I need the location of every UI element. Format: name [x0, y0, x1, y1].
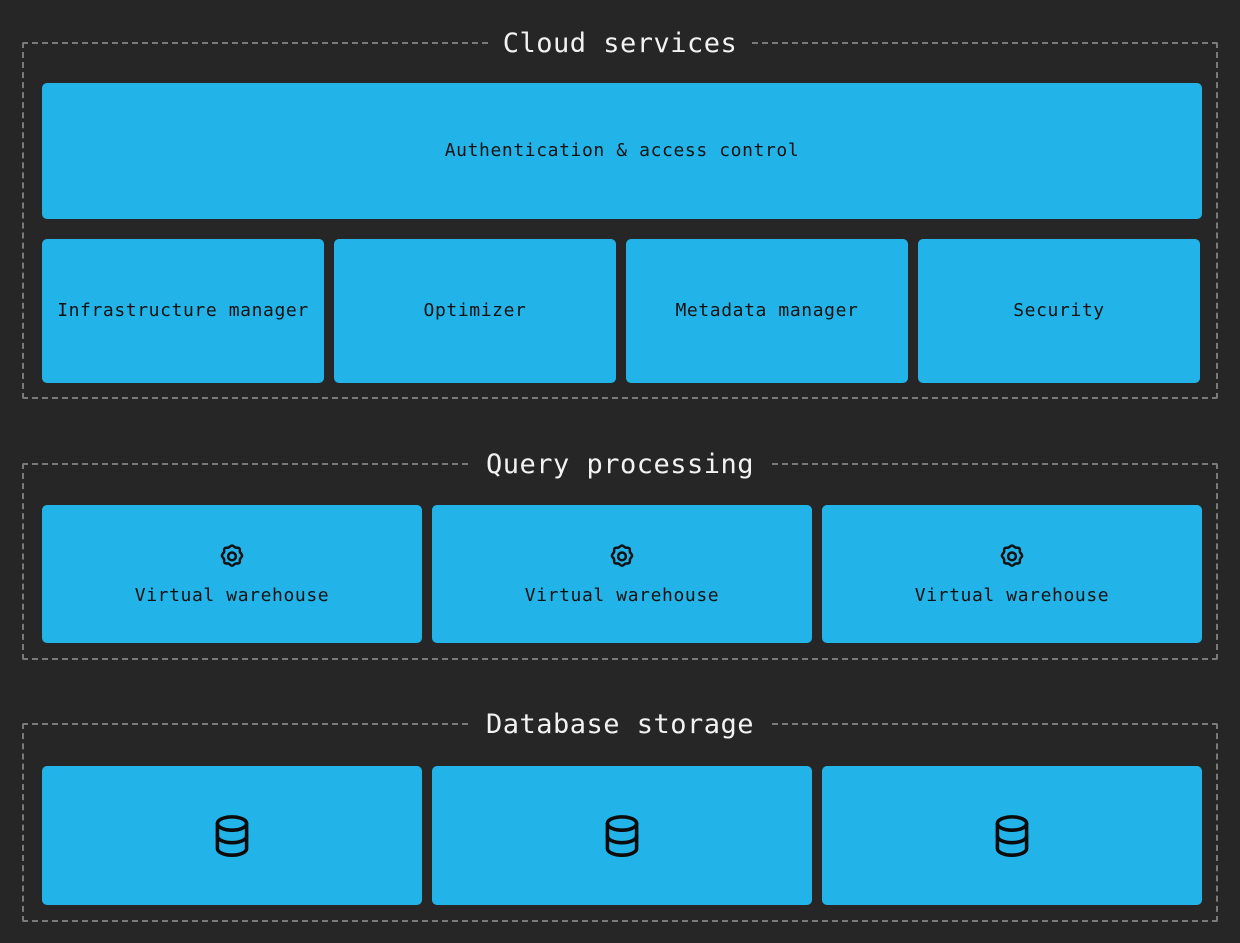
section-title-cloud-services: Cloud services	[488, 29, 752, 59]
gear-icon	[606, 542, 638, 574]
node-database-storage-2[interactable]	[432, 766, 812, 905]
node-label: Virtual warehouse	[914, 584, 1110, 606]
section-database-storage: Database storage	[22, 710, 1218, 922]
section-title-query-processing: Query processing	[471, 450, 769, 480]
section-title-database-storage: Database storage	[471, 710, 769, 740]
node-label: Optimizer	[423, 300, 527, 321]
node-optimizer[interactable]: Optimizer	[334, 239, 616, 383]
node-label: Virtual warehouse	[524, 584, 720, 606]
node-label: Security	[1013, 300, 1105, 321]
node-virtual-warehouse-3[interactable]: Virtual warehouse	[822, 505, 1202, 643]
node-label: Infrastructure manager	[57, 300, 309, 321]
gear-icon	[216, 542, 248, 574]
gear-icon	[996, 542, 1028, 574]
section-query-processing: Query processing Virtual warehouse Virtu…	[22, 450, 1218, 660]
node-database-storage-1[interactable]	[42, 766, 422, 905]
node-label: Virtual warehouse	[134, 584, 330, 606]
node-authentication-access-control[interactable]: Authentication & access control	[42, 83, 1202, 219]
node-database-storage-3[interactable]	[822, 766, 1202, 905]
database-icon	[987, 811, 1037, 861]
section-cloud-services: Cloud services Authentication & access c…	[22, 29, 1218, 399]
node-label: Metadata manager	[675, 300, 859, 321]
node-label: Authentication & access control	[444, 140, 800, 161]
database-icon	[597, 811, 647, 861]
node-metadata-manager[interactable]: Metadata manager	[626, 239, 908, 383]
node-virtual-warehouse-1[interactable]: Virtual warehouse	[42, 505, 422, 643]
node-virtual-warehouse-2[interactable]: Virtual warehouse	[432, 505, 812, 643]
node-security[interactable]: Security	[918, 239, 1200, 383]
database-icon	[207, 811, 257, 861]
node-infrastructure-manager[interactable]: Infrastructure manager	[42, 239, 324, 383]
